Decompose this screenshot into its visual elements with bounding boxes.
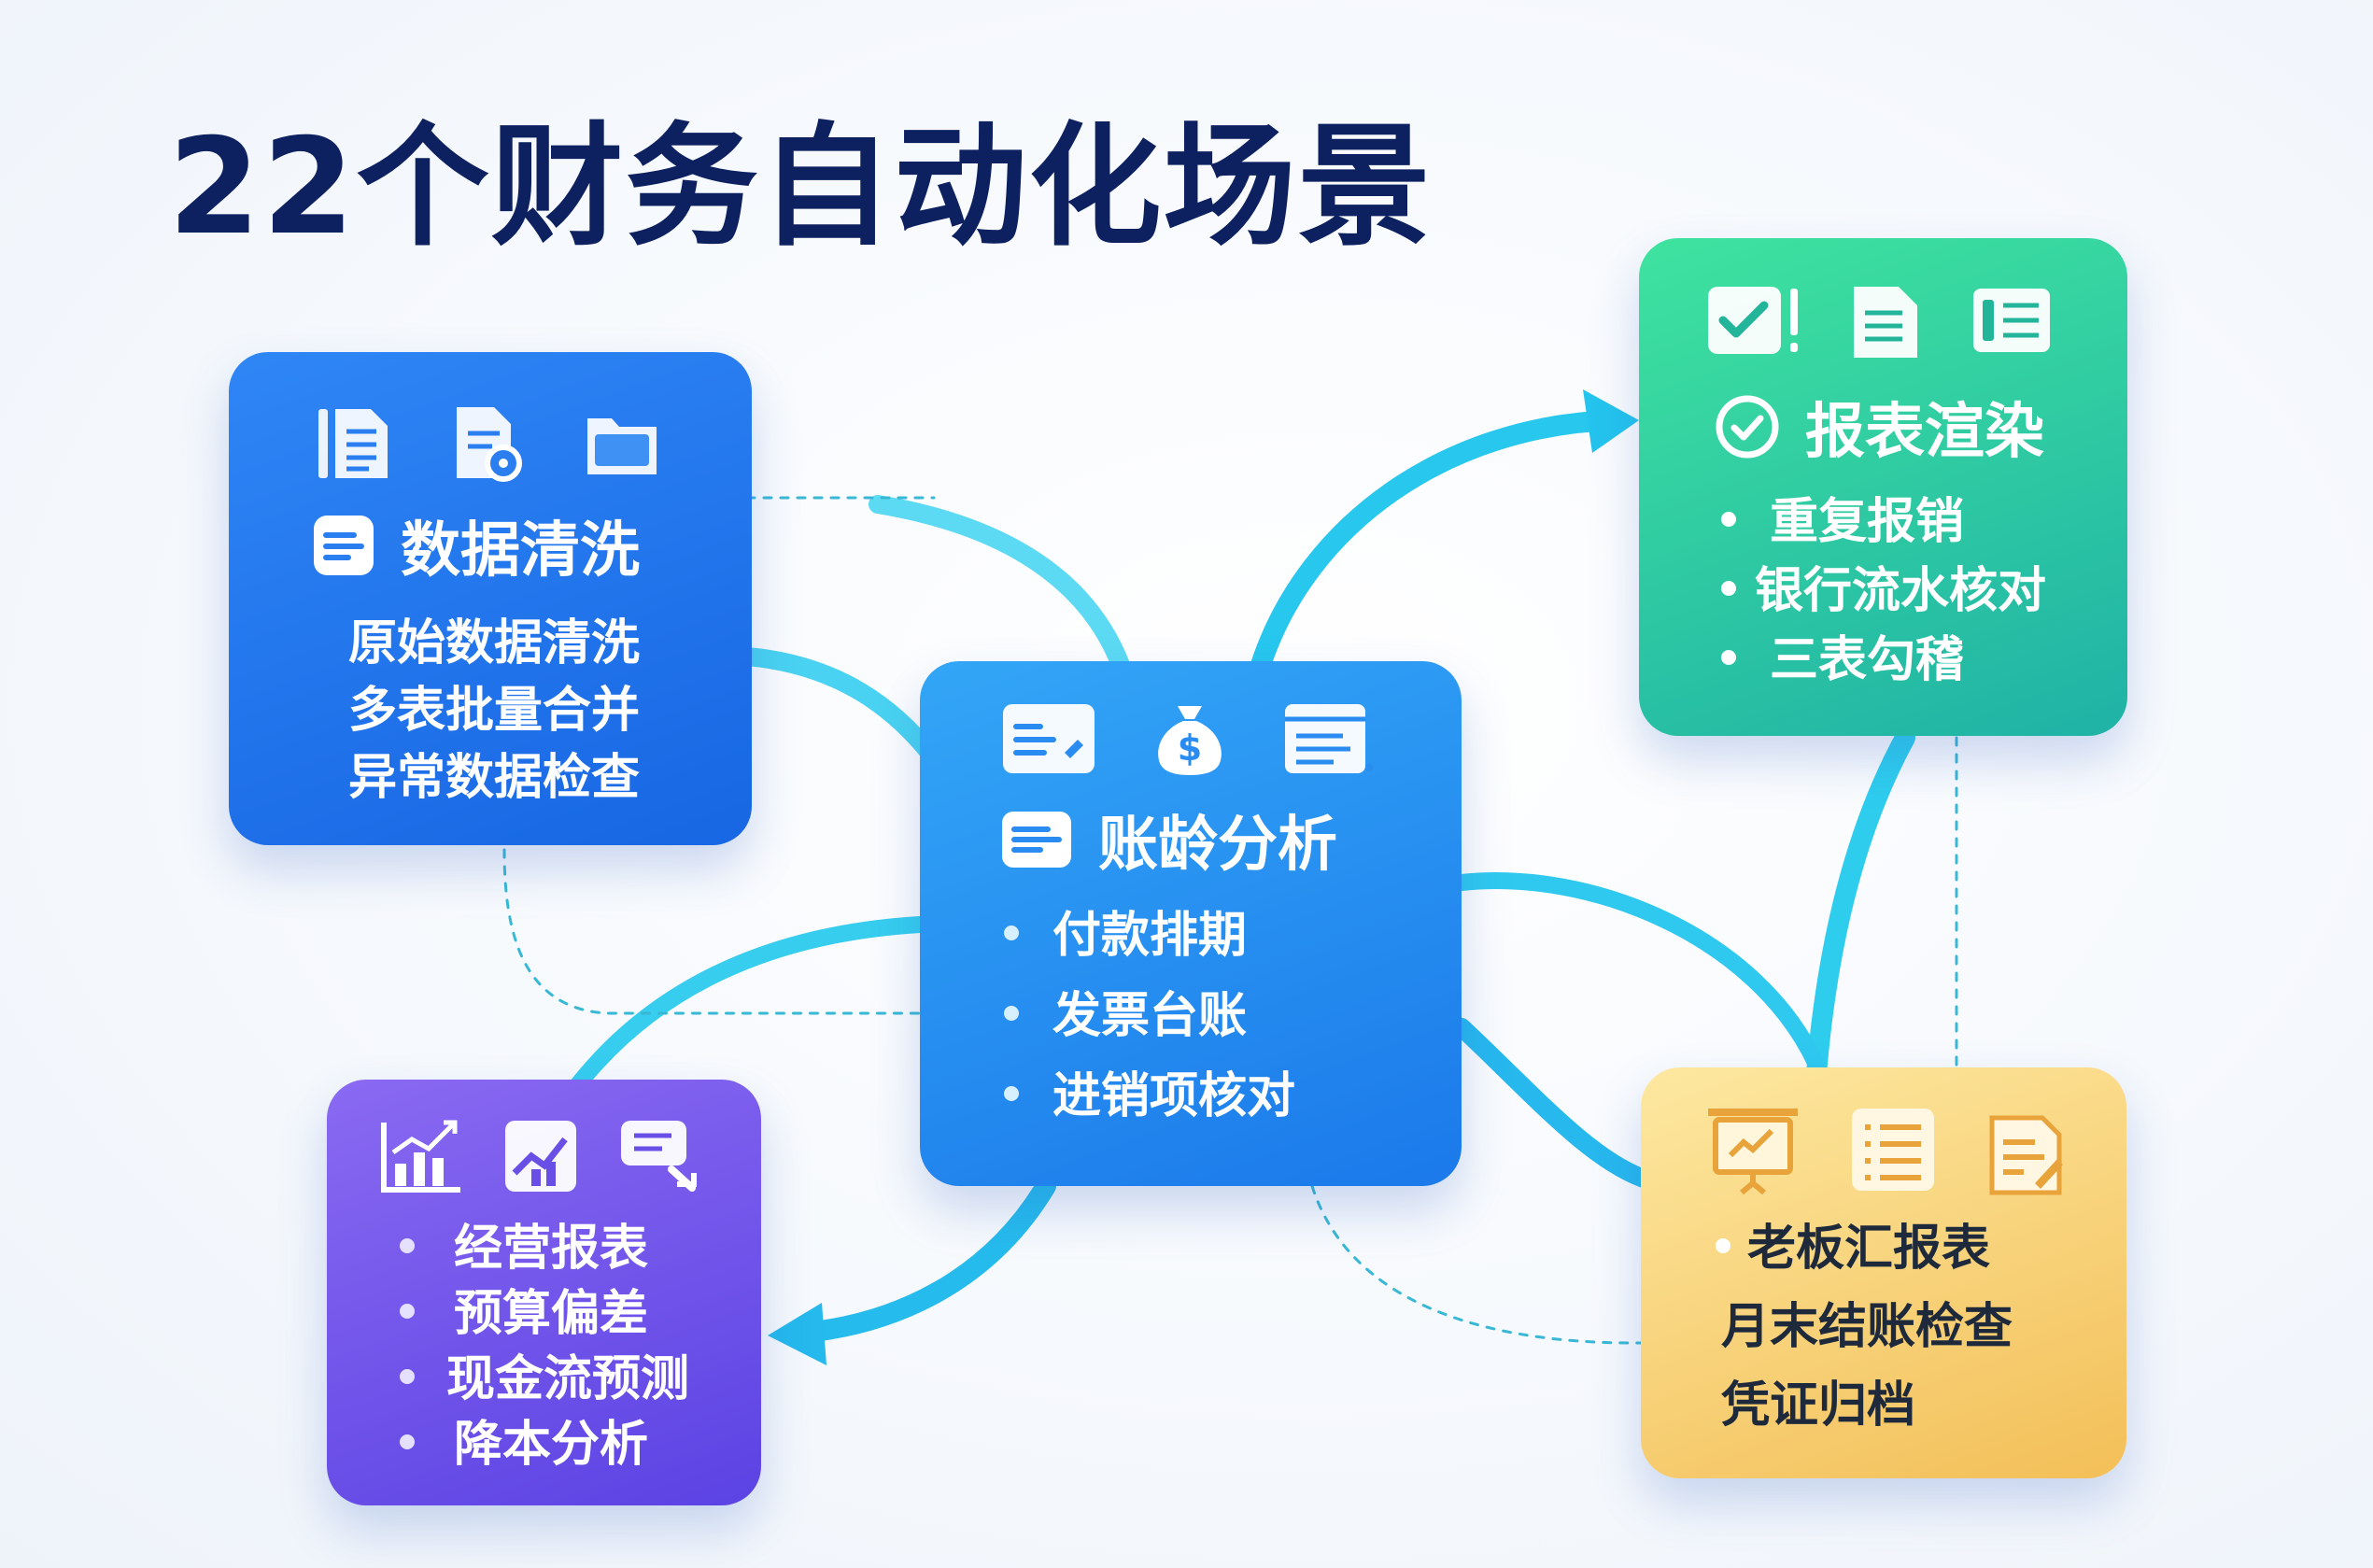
list-item: 进销项核对: [1004, 1072, 1295, 1152]
flow-line-aging-report: [1250, 410, 1626, 675]
list-item: 降本分析: [400, 1420, 689, 1486]
card-management-list: 经营报表 预算偏差 现金流预测 降本分析: [400, 1224, 689, 1486]
chart-tile-icon: [501, 1117, 580, 1195]
list-item: 原始数据清洗: [348, 615, 641, 671]
card-aging-analysis[interactable]: $ 账龄分析 付款排期 发票台账 进销项核对: [920, 661, 1462, 1186]
report-edit-icon: [1985, 1105, 2069, 1196]
card-aging-icons: $: [999, 699, 1375, 779]
card-boss-report[interactable]: 老板汇报表 月末结账检查 凭证归档: [1641, 1067, 2126, 1478]
document-icon: [313, 403, 393, 484]
list-item: 凭证归档: [1721, 1377, 1916, 1434]
dotted-line-4: [1310, 1184, 1646, 1345]
list-item: 银行流水核对: [1721, 567, 2046, 636]
flow-line-cleaning-aging: [738, 647, 943, 768]
svg-text:$: $: [1178, 727, 1202, 769]
list-item: 预算偏差: [400, 1290, 689, 1355]
list-item: 异常数据检查: [348, 750, 641, 806]
id-card-icon: [999, 699, 1098, 779]
list-item: 重复报销: [1721, 498, 2046, 567]
bullet-dot: [1004, 1086, 1019, 1101]
bullet-dot: [1716, 1238, 1730, 1253]
list-item: 经营报表: [400, 1224, 689, 1290]
check-circle-icon: [1714, 393, 1781, 471]
flow-line-aging-management-top: [571, 916, 928, 1092]
card-report-title: 报表渲染: [1805, 397, 2044, 467]
card-data-cleaning-icons: [313, 403, 662, 484]
note-icon: [999, 809, 1074, 881]
card-report-heading: 报表渲染: [1714, 393, 2044, 471]
flow-line-cleaning-top: [869, 495, 1130, 674]
card-report-rendering[interactable]: 报表渲染 重复报销 银行流水核对 三表勾稽: [1639, 238, 2127, 736]
flow-line-report-boss: [1806, 727, 1915, 1084]
list-card-icon: [1970, 283, 2054, 361]
bullet-dot: [1721, 581, 1736, 596]
dotted-line-2: [502, 848, 922, 1015]
list-item: 月末结账检查: [1721, 1299, 2013, 1355]
card-data-cleaning-heading: 数据清洗: [311, 513, 640, 588]
checkbox-alert-icon: [1704, 283, 1801, 361]
note-icon: [311, 513, 376, 588]
card-aging-list: 付款排期 发票台账 进销项核对: [1004, 911, 1295, 1152]
bullet-dot: [1721, 512, 1736, 527]
card-data-cleaning[interactable]: 数据清洗 原始数据清洗 多表批量合并 异常数据检查: [229, 352, 752, 845]
checklist-icon: [1848, 1105, 1938, 1196]
chat-bubble-icon: [617, 1117, 703, 1195]
bar-chart-icon: [378, 1117, 464, 1195]
bullet-dot: [400, 1238, 415, 1253]
list-item: 现金流预测: [400, 1355, 689, 1420]
list-item: 付款排期: [1004, 911, 1295, 992]
bullet-dot: [400, 1369, 415, 1384]
bullet-dot: [1721, 650, 1736, 665]
bullet-dot: [400, 1304, 415, 1319]
file-settings-icon: [447, 403, 528, 484]
list-item: 老板汇报表: [1716, 1224, 2013, 1303]
document-icon: [1848, 283, 1923, 361]
card-management-icons: [378, 1117, 703, 1195]
card-aging-title: 账龄分析: [1098, 810, 1337, 880]
bullet-dot: [400, 1434, 415, 1449]
flow-line-aging-boss-lower: [1452, 1018, 1653, 1188]
list-item: 发票台账: [1004, 992, 1295, 1072]
list-item: 多表批量合并: [348, 683, 641, 739]
flow-line-aging-management: [784, 1176, 1056, 1344]
card-data-cleaning-list: 原始数据清洗 多表批量合并 异常数据检查: [348, 619, 640, 821]
card-boss-list: 老板汇报表 月末结账检查 凭证归档: [1716, 1224, 2013, 1460]
arrow-head-to-report: [1583, 389, 1639, 453]
arrow-head-to-management: [768, 1303, 826, 1365]
bullet-dot: [1004, 1006, 1019, 1021]
flow-line-aging-boss-upper: [1453, 872, 1825, 1073]
list-item: 三表勾稽: [1721, 636, 2046, 705]
card-report-icons: [1704, 283, 2054, 361]
folder-icon: [582, 403, 662, 484]
card-report-list: 重复报销 银行流水核对 三表勾稽: [1721, 498, 2046, 705]
presentation-board-icon: [1704, 1105, 1801, 1196]
browser-window-icon: [1281, 699, 1375, 779]
card-data-cleaning-title: 数据清洗: [401, 516, 640, 586]
card-management-reports[interactable]: 经营报表 预算偏差 现金流预测 降本分析: [327, 1080, 761, 1505]
bullet-dot: [1004, 925, 1019, 940]
money-bag-icon: $: [1150, 699, 1230, 779]
card-boss-icons: [1704, 1105, 2069, 1196]
page-title: 22个财务自动化场景: [168, 110, 1433, 264]
card-aging-heading: 账龄分析: [999, 809, 1337, 881]
